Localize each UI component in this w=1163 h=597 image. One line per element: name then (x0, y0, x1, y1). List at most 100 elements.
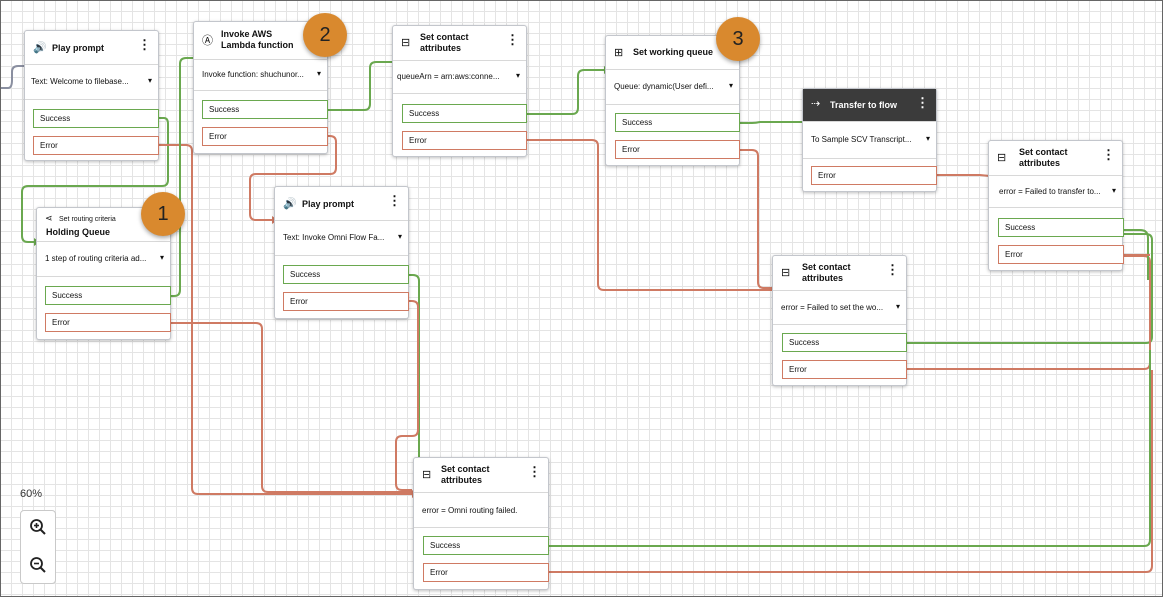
block-title: Set contact attributes (420, 32, 469, 53)
transfer-icon: ⇢ (811, 98, 821, 110)
branch-success[interactable]: Success (202, 100, 328, 119)
chevron-down-icon[interactable]: ▾ (895, 302, 900, 311)
block-title: Set working queue (633, 47, 714, 57)
zoom-out-icon[interactable] (28, 556, 48, 576)
block-type: Set routing criteria (59, 216, 116, 223)
zoom-controls (20, 510, 56, 584)
block-title: Set contact attributes (1019, 147, 1068, 168)
zoom-in-icon[interactable] (28, 518, 48, 538)
block-header: ⊟ Set contact attributes ⋮ (989, 141, 1122, 176)
queue-add-icon: ⊞ (614, 47, 624, 59)
block-description[interactable]: To Sample SCV Transcript... ▾ (803, 122, 936, 159)
branch-error[interactable]: Error (423, 563, 549, 582)
wire-pp1-success (21, 117, 169, 243)
description-text: error = Failed to transfer to... (999, 187, 1101, 196)
block-description[interactable]: queueArn = arn:aws:conne... ▾ (393, 61, 526, 94)
branch-success[interactable]: Success (998, 218, 1124, 237)
more-options-icon[interactable]: ⋮ (886, 262, 899, 277)
branch-error[interactable]: Error (402, 131, 527, 150)
chevron-down-icon[interactable]: ▾ (397, 232, 402, 241)
description-text: error = Omni routing failed. (422, 506, 518, 515)
contact-card-icon: ⊟ (422, 469, 432, 481)
chevron-down-icon[interactable]: ▾ (925, 134, 930, 143)
block-header: ⊟ Set contact attributes ⋮ (773, 256, 906, 291)
description-text: Text: Welcome to filebase... (31, 77, 129, 86)
block-description[interactable]: Invoke function: shuchunor... ▾ (194, 60, 327, 91)
block-description: error = Omni routing failed. (414, 493, 548, 528)
description-text: Invoke function: shuchunor... (202, 70, 304, 79)
wire-attr1-error (526, 139, 772, 291)
chevron-down-icon[interactable]: ▾ (147, 76, 152, 85)
block-description[interactable]: Queue: dynamic(User defi... ▾ (606, 70, 739, 105)
wire-omni-success (549, 350, 1151, 547)
chevron-down-icon[interactable]: ▾ (316, 69, 321, 78)
more-options-icon[interactable]: ⋮ (528, 464, 541, 479)
wire-attrwq-error (907, 255, 1151, 370)
description-text: 1 step of routing criteria ad... (45, 254, 147, 263)
wire-transfer-error (937, 174, 991, 177)
block-header: ⊞ Set working queue (606, 36, 739, 70)
branch-error[interactable]: Error (811, 166, 937, 185)
wire-routing-error (171, 322, 412, 493)
wire-omni-error (549, 370, 1153, 573)
branch-error[interactable]: Error (998, 245, 1124, 264)
speaker-icon: 🔊 (283, 198, 297, 210)
branch-error[interactable]: Error (615, 140, 740, 159)
branch-error[interactable]: Error (202, 127, 328, 146)
wire-pp1-error (158, 144, 412, 495)
block-title: Play prompt (302, 199, 355, 209)
entry-connector (0, 65, 26, 89)
block-title: Set contact attributes (802, 262, 851, 283)
lambda-icon: Ⓐ (202, 35, 213, 47)
block-description[interactable]: Text: Invoke Omni Flow Fa... ▾ (275, 221, 408, 256)
branch-success[interactable]: Success (45, 286, 171, 305)
more-options-icon[interactable]: ⋮ (138, 37, 151, 52)
wire-wq-error (740, 149, 772, 289)
branch-error[interactable]: Error (782, 360, 907, 379)
chevron-down-icon[interactable]: ▾ (159, 253, 164, 262)
description-text: Text: Invoke Omni Flow Fa... (283, 233, 385, 242)
branch-success[interactable]: Success (402, 104, 527, 123)
speaker-icon: 🔊 (33, 42, 47, 54)
more-options-icon[interactable]: ⋮ (916, 95, 929, 110)
branch-success[interactable]: Success (283, 265, 409, 284)
branch-error[interactable]: Error (283, 292, 409, 311)
zoom-level: 60% (20, 488, 43, 500)
more-options-icon[interactable]: ⋮ (388, 193, 401, 208)
branch-success[interactable]: Success (615, 113, 740, 132)
chevron-down-icon[interactable]: ▾ (728, 81, 733, 90)
more-options-icon[interactable]: ⋮ (1102, 147, 1115, 162)
block-description[interactable]: 1 step of routing criteria ad... ▾ (37, 242, 170, 277)
share-icon: ⋖ (45, 213, 53, 223)
wire-lambda-success (328, 61, 392, 111)
branch-error[interactable]: Error (33, 136, 159, 155)
wire-attr1-success (526, 69, 604, 115)
block-header: 🔊 Play prompt ⋮ (275, 187, 408, 221)
branch-success[interactable]: Success (33, 109, 159, 128)
block-title: Invoke AWS Lambda function (221, 29, 294, 50)
block-header: Ⓐ Invoke AWS Lambda function (194, 22, 327, 60)
branch-success[interactable]: Success (423, 536, 549, 555)
block-header: ⊟ Set contact attributes ⋮ (414, 458, 548, 493)
contact-card-icon: ⊟ (997, 152, 1007, 164)
description-text: error = Failed to set the wo... (781, 303, 884, 312)
wire-wq-success (740, 121, 804, 124)
block-header: ⇢ Transfer to flow ⋮ (803, 89, 936, 122)
block-header: ⋖ Set routing criteria Holding Queue (37, 208, 170, 242)
callout-badge-1: 1 (141, 192, 185, 236)
block-description[interactable]: Text: Welcome to filebase... ▾ (25, 65, 158, 100)
description-text: queueArn = arn:aws:conne... (397, 72, 500, 81)
block-description[interactable]: error = Failed to set the wo... ▾ (773, 291, 906, 325)
more-options-icon[interactable]: ⋮ (506, 32, 519, 47)
block-header: ⊟ Set contact attributes ⋮ (393, 26, 526, 61)
chevron-down-icon[interactable]: ▾ (1111, 186, 1116, 195)
wire-lambda-error (249, 135, 337, 221)
branch-success[interactable]: Success (782, 333, 907, 352)
block-description[interactable]: error = Failed to transfer to... ▾ (989, 176, 1122, 208)
branch-error[interactable]: Error (45, 313, 171, 332)
block-title: Set contact attributes (441, 464, 490, 485)
chevron-down-icon[interactable]: ▾ (515, 71, 520, 80)
wire-routing-success (171, 57, 196, 297)
block-title: Transfer to flow (830, 100, 898, 110)
